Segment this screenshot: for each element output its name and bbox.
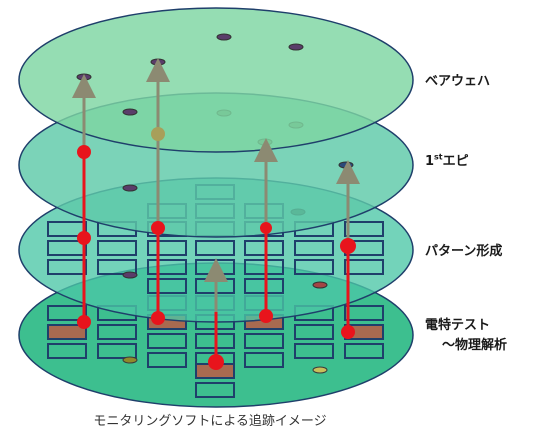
label-pattern-formation: パターン形成	[425, 244, 503, 259]
layer-bare-wafer	[18, 7, 414, 153]
label-bare-wafer: ベアウェハ	[425, 74, 491, 89]
label-electrical-test: 電特テスト	[425, 318, 491, 333]
label-first-epi-text: エピ	[442, 154, 469, 169]
label-physical-analysis: ～物理解析	[442, 338, 508, 353]
label-first-epi-number: 1	[425, 154, 435, 169]
defect-markers	[77, 127, 356, 370]
label-first-epi-suffix: st	[434, 152, 443, 162]
label-first-epi: 1stエピ	[425, 150, 469, 169]
diagram-caption: モニタリングソフトによる追跡イメージ	[93, 414, 327, 429]
